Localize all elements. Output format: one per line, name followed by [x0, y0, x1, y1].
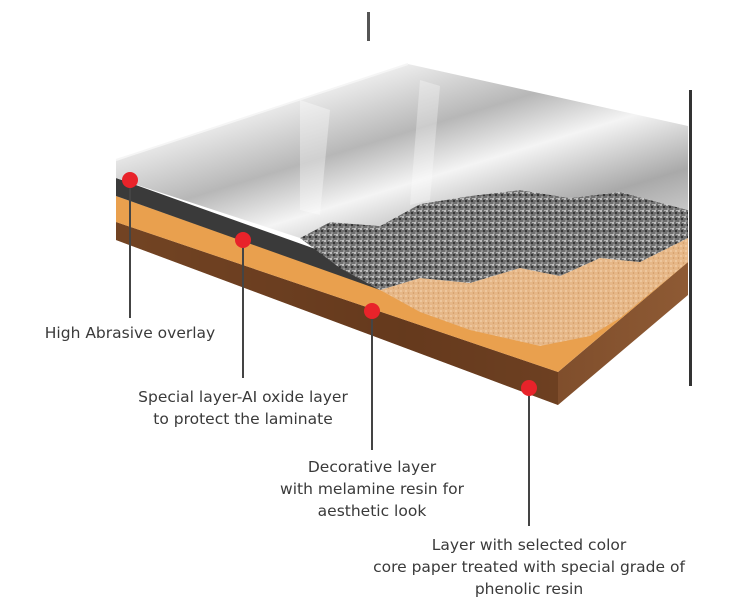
right-edge-bar [689, 90, 692, 386]
callout-high-abrasive-overlay: High Abrasive overlay [20, 322, 240, 344]
sand-exposed-area [380, 238, 688, 346]
marker-oxide-layer [235, 232, 251, 248]
callout-core-layer: Layer with selected color core paper tre… [364, 534, 694, 600]
top-tick-mark [367, 12, 370, 41]
callout-4-line-3: phenolic resin [474, 580, 584, 598]
marker-high-abrasive-overlay [122, 172, 138, 188]
callout-1-line-1: High Abrasive overlay [44, 324, 216, 342]
granite-exposed-area [300, 190, 688, 290]
callout-oxide-layer: Special layer-AI oxide layer to protect … [118, 386, 368, 430]
callout-4-line-1: Layer with selected color [431, 536, 627, 554]
metal-reflection [300, 100, 330, 215]
callout-decorative-layer: Decorative layer with melamine resin for… [262, 456, 482, 522]
callout-2-line-1: Special layer-AI oxide layer [138, 388, 348, 406]
metal-reflection-2 [410, 80, 440, 205]
marker-core-layer [521, 380, 537, 396]
wood-front-edge [116, 222, 558, 405]
metal-top-surface [116, 64, 688, 238]
marker-decorative-layer [364, 303, 380, 319]
callout-2-line-2: to protect the laminate [153, 410, 333, 428]
metal-edge-highlight [115, 63, 409, 161]
callout-3-line-1: Decorative layer [307, 458, 437, 476]
callout-4-line-2: core paper treated with special grade of [373, 558, 685, 576]
callout-3-line-3: aesthetic look [317, 502, 427, 520]
leader-lines [129, 180, 530, 526]
callout-3-line-2: with melamine resin for [280, 480, 464, 498]
